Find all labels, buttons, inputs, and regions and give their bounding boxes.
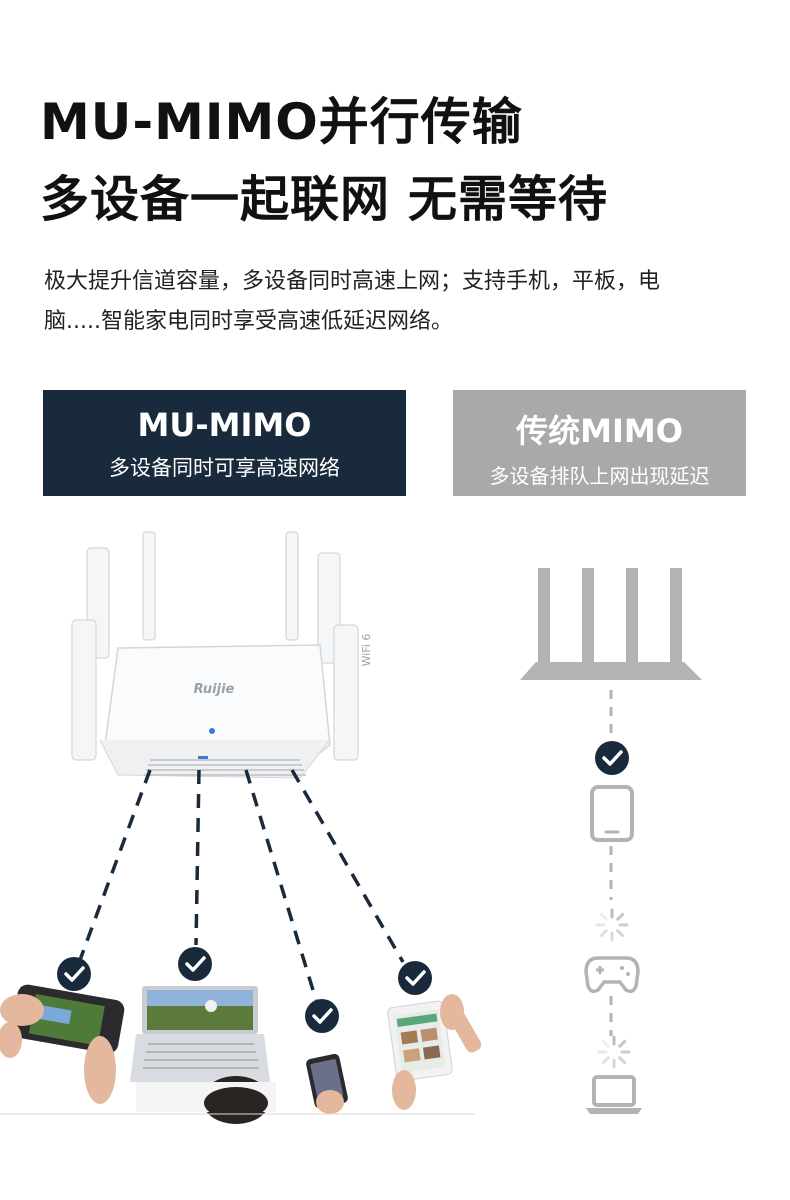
headline-line1: MU-MIMO并行传输 (40, 93, 523, 151)
check-circle-icon (303, 997, 341, 1035)
mu-mimo-title: MU-MIMO (137, 406, 312, 444)
tablet-image (387, 994, 482, 1110)
description-line2: 脑.....智能家电同时享受高速低延迟网络。 (44, 309, 453, 334)
loading-spinner-icon (595, 908, 629, 942)
check-circle-icon (176, 945, 214, 983)
game-console-image (0, 984, 125, 1104)
gamepad-icon (584, 956, 640, 994)
router-image: Ruijie WiFi 6 (71, 531, 373, 779)
check-circle-icon (396, 959, 434, 997)
traditional-mimo-subtitle: 多设备排队上网出现延迟 (489, 464, 710, 488)
loading-spinner-icon (597, 1035, 631, 1069)
mu-mimo-subtitle: 多设备同时可享高速网络 (109, 456, 340, 480)
laptop-image (130, 986, 276, 1124)
router-wifi-badge: WiFi 6 (360, 634, 373, 667)
description: 极大提升信道容量，多设备同时高速上网；支持手机，平板，电 脑.....智能家电同… (44, 262, 754, 342)
devices-photo (0, 984, 482, 1124)
phone-image (306, 1053, 348, 1114)
check-circle-icon (55, 955, 93, 993)
tablet-icon (590, 785, 634, 842)
traditional-mimo-box: 传统MIMO 多设备排队上网出现延迟 (453, 390, 746, 496)
mu-mimo-box: MU-MIMO 多设备同时可享高速网络 (43, 390, 406, 496)
traditional-mimo-title: 传统MIMO (516, 412, 683, 450)
router-icon (520, 568, 702, 680)
connection-lines (78, 769, 405, 1001)
description-line1: 极大提升信道容量，多设备同时高速上网；支持手机，平板，电 (44, 269, 661, 294)
laptop-icon (586, 1075, 642, 1114)
headline-line2: 多设备一起联网 无需等待 (40, 171, 609, 228)
check-circle-icon (593, 739, 631, 777)
router-brand: Ruijie (194, 682, 235, 697)
